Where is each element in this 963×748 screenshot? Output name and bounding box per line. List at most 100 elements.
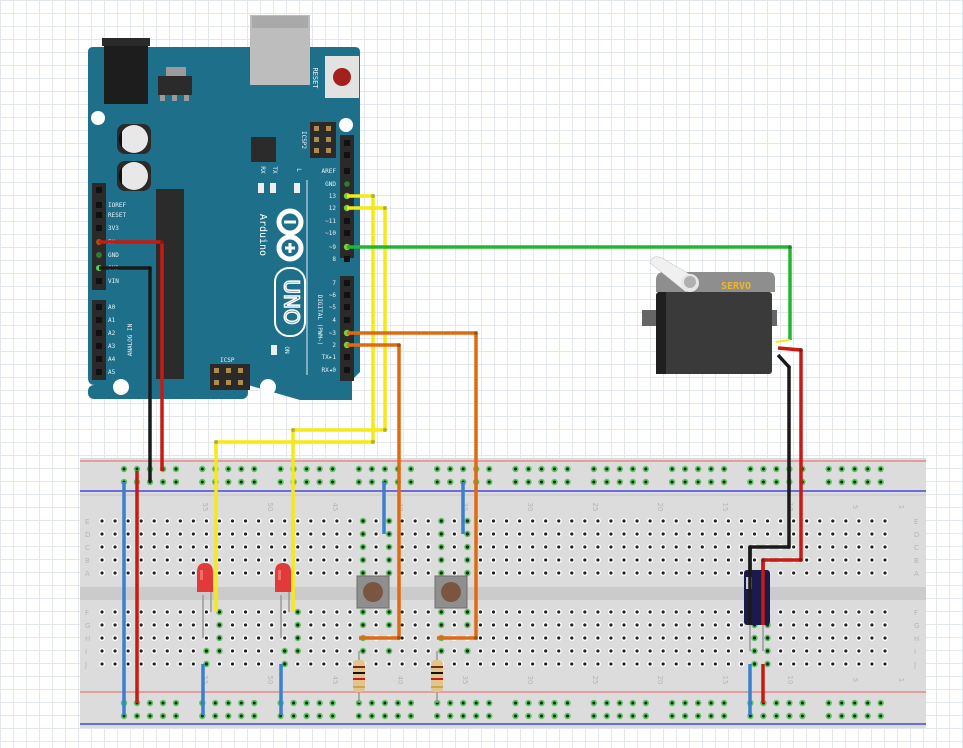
pushbutton-2[interactable] xyxy=(434,575,468,609)
breadboard-hole-center xyxy=(700,636,704,640)
header-pin[interactable] xyxy=(96,252,102,258)
header-pin[interactable] xyxy=(344,218,350,224)
rail-hole-center xyxy=(448,714,452,718)
wire-5v-red[interactable] xyxy=(99,240,164,471)
breadboard-hole-center xyxy=(570,662,574,666)
header-pin[interactable] xyxy=(96,330,102,336)
header-pin[interactable] xyxy=(344,230,350,236)
header-pin[interactable] xyxy=(96,202,102,208)
header-pin[interactable] xyxy=(96,356,102,362)
wires[interactable] xyxy=(99,194,803,715)
breadboard-hole-center xyxy=(191,532,195,536)
header-pin[interactable] xyxy=(96,369,102,375)
breadboard-hole-center xyxy=(230,532,235,536)
arduino-uno-board[interactable]: RESET ICSP2 RX TX L xyxy=(88,15,360,400)
header-pin[interactable] xyxy=(344,168,350,174)
breadboard-hole-center xyxy=(126,610,130,614)
wire-bend-point xyxy=(148,266,152,270)
breadboard-hole-center xyxy=(165,662,169,666)
on-label: ON xyxy=(283,346,290,354)
breadboard-hole-center xyxy=(452,649,456,653)
led-red-2[interactable] xyxy=(275,563,291,638)
rail-hole-center xyxy=(670,480,674,484)
resistor-1[interactable] xyxy=(353,651,365,703)
breadboard-hole-center xyxy=(883,571,887,575)
breadboard-hole-center xyxy=(518,649,522,653)
breadboard-hole-center xyxy=(322,636,326,640)
rail-hole-center xyxy=(800,714,804,718)
breadboard-hole-center xyxy=(126,519,130,523)
breadboard-hole-center xyxy=(348,649,352,653)
breadboard-hole-center xyxy=(831,649,835,653)
rail-hole-center xyxy=(213,701,217,705)
breadboard-hole-center xyxy=(792,636,796,640)
breadboard-hole-center xyxy=(857,636,861,640)
breadboard-hole-center xyxy=(661,636,665,640)
wire-gnd-black[interactable] xyxy=(99,266,152,482)
wire-pin3-orange[interactable] xyxy=(347,331,478,640)
breadboard-hole-center xyxy=(648,662,652,666)
analog-pin-label: A5 xyxy=(108,369,116,376)
breadboard-hole-center xyxy=(296,571,300,575)
breadboard-hole-center xyxy=(570,649,574,653)
rail-hole-center xyxy=(631,701,635,705)
rail-hole-center xyxy=(331,467,335,471)
breadboard-hole-center xyxy=(504,636,509,640)
header-pin[interactable] xyxy=(344,354,350,360)
breadboard-hole-center xyxy=(400,623,404,627)
reset-button[interactable] xyxy=(333,68,351,86)
breadboard-hole-center xyxy=(583,545,587,549)
digital-pin-label: 13 xyxy=(329,193,337,200)
rail-hole-center xyxy=(631,467,635,471)
rail-hole-center xyxy=(448,480,452,484)
wire-bend-point xyxy=(761,558,765,562)
wire-servo-signal-yellow[interactable] xyxy=(775,339,791,343)
header-pin[interactable] xyxy=(344,317,350,323)
servo-motor[interactable]: SERVO xyxy=(642,256,777,374)
rail-hole-center xyxy=(709,714,713,718)
wire-pin13-yellow[interactable] xyxy=(214,194,375,612)
wire-pin9-green[interactable] xyxy=(347,245,792,340)
breadboard-hole-center xyxy=(857,545,861,549)
rail-hole-center xyxy=(605,467,609,471)
digital-pin-label: AREF xyxy=(322,168,337,175)
rail-hole-center xyxy=(357,467,361,471)
breadboard-hole-center xyxy=(387,545,391,549)
breadboard-hole-center xyxy=(609,649,613,653)
breadboard-hole-center xyxy=(191,649,195,653)
breadboard-hole-center xyxy=(257,545,261,549)
resistor-2[interactable] xyxy=(431,651,443,703)
pushbutton-1[interactable] xyxy=(356,575,390,609)
breadboard-hole-center xyxy=(335,623,339,627)
header-pin[interactable] xyxy=(96,278,102,284)
breadboard-hole-center xyxy=(544,558,548,562)
header-pin[interactable] xyxy=(96,225,102,231)
led-red-1[interactable] xyxy=(197,563,213,638)
breadboard-hole-center xyxy=(518,662,522,666)
wire-pin2-orange[interactable] xyxy=(347,343,401,640)
header-pin[interactable] xyxy=(96,317,102,323)
header-pin[interactable] xyxy=(344,280,350,286)
breadboard-hole-center xyxy=(465,649,469,653)
wire-pin12-yellow[interactable] xyxy=(291,206,387,612)
header-pin[interactable] xyxy=(344,304,350,310)
header-pin[interactable] xyxy=(96,212,102,218)
header-pin[interactable] xyxy=(344,181,350,187)
breadboard-hole-center xyxy=(426,558,430,562)
breadboard-hole-center xyxy=(779,649,783,653)
breadboard-hole-center xyxy=(700,571,704,575)
column-label: 1 xyxy=(897,505,905,509)
header-pin[interactable] xyxy=(344,256,350,262)
header-pin[interactable] xyxy=(96,343,102,349)
header-pin[interactable] xyxy=(96,304,102,310)
header-pin[interactable] xyxy=(344,292,350,298)
breadboard-hole-center xyxy=(413,662,417,666)
breadboard-hole-center xyxy=(139,623,143,627)
header-pin[interactable] xyxy=(344,367,350,373)
breadboard-hole-center xyxy=(139,649,143,653)
breadboard-hole-center xyxy=(687,636,691,640)
breadboard-hole-center xyxy=(765,519,770,523)
breadboard-hole-center xyxy=(413,636,417,640)
breadboard-hole-center xyxy=(857,558,861,562)
